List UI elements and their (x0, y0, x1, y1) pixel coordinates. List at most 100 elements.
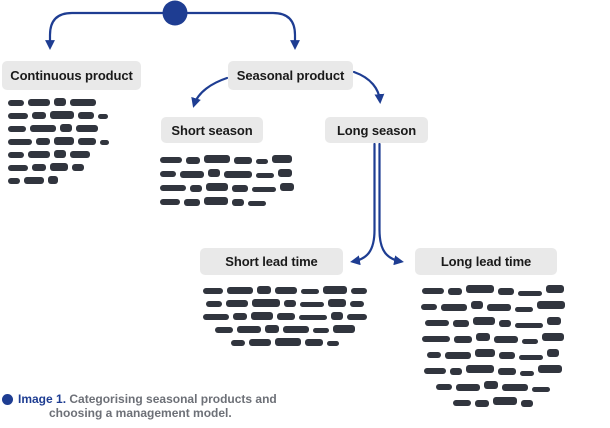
illegible-word (537, 301, 565, 309)
illegible-word (32, 164, 46, 171)
root-decision-node (162, 0, 188, 26)
node-short-season: Short season (161, 117, 263, 143)
illegible-text-line (408, 315, 578, 331)
illegible-word (78, 112, 94, 119)
node-label: Short season (171, 122, 253, 138)
illegible-word (476, 333, 490, 341)
illegible-word (448, 287, 462, 295)
illegible-word (206, 300, 222, 307)
caption-line-2: choosing a management model. (49, 406, 232, 420)
illegible-word (272, 155, 292, 163)
illegible-text-block-long-lead (408, 283, 578, 411)
illegible-word (305, 339, 323, 346)
illegible-word (232, 184, 248, 192)
illegible-word (299, 315, 327, 320)
illegible-word (8, 112, 28, 119)
illegible-word (8, 164, 28, 171)
illegible-text-line (8, 135, 126, 148)
illegible-word (8, 151, 24, 158)
illegible-word (70, 99, 96, 106)
illegible-word (251, 312, 273, 320)
edge-seasonal-to-short-season (191, 76, 229, 108)
illegible-word (224, 170, 252, 178)
illegible-word (248, 201, 266, 206)
illegible-word (487, 303, 511, 311)
illegible-word (70, 151, 90, 158)
illegible-word (284, 300, 296, 307)
illegible-text-line (192, 284, 378, 297)
illegible-word (50, 163, 68, 171)
illegible-word (422, 336, 450, 342)
illegible-word (186, 156, 200, 164)
illegible-word (522, 339, 538, 344)
node-label: Long season (336, 122, 417, 138)
illegible-word (231, 339, 245, 346)
edge-seasonal-to-long-season (352, 70, 385, 104)
illegible-word (30, 125, 56, 132)
illegible-word (237, 326, 261, 333)
illegible-text-line (408, 299, 578, 315)
illegible-word (204, 155, 230, 163)
illegible-word (518, 291, 542, 296)
illegible-word (519, 355, 543, 360)
illegible-word (78, 138, 96, 145)
illegible-text-block-continuous (8, 96, 126, 187)
illegible-word (484, 381, 498, 389)
illegible-word (60, 124, 72, 132)
illegible-word (521, 399, 533, 407)
illegible-word (265, 325, 279, 333)
illegible-text-block-short-season (160, 153, 312, 209)
illegible-word (425, 320, 449, 326)
node-short-lead-time: Short lead time (200, 248, 343, 275)
illegible-text-line (160, 195, 312, 209)
caption-bullet-icon (2, 394, 13, 405)
node-continuous-product: Continuous product (2, 61, 141, 90)
illegible-word (471, 301, 483, 309)
caption-text: Categorising seasonal products and (69, 392, 277, 406)
illegible-word (499, 351, 515, 359)
illegible-word (475, 399, 489, 407)
illegible-word (515, 323, 543, 328)
illegible-word (180, 170, 204, 178)
illegible-word (547, 317, 561, 325)
illegible-word (72, 164, 84, 171)
illegible-word (275, 287, 297, 294)
illegible-text-line (8, 122, 126, 135)
illegible-word (493, 397, 517, 405)
illegible-word (331, 312, 343, 320)
node-label: Long lead time (440, 254, 532, 269)
illegible-text-line (8, 96, 126, 109)
illegible-word (475, 349, 495, 357)
illegible-word (227, 287, 253, 294)
illegible-text-line (408, 347, 578, 363)
illegible-word (301, 289, 319, 294)
illegible-word (283, 326, 309, 333)
illegible-word (160, 185, 186, 191)
edge-long-season-to-long-lead (378, 142, 404, 266)
caption-label: Image 1. (18, 392, 67, 406)
illegible-word (28, 151, 50, 158)
illegible-word (547, 349, 559, 357)
illegible-word (76, 125, 98, 132)
illegible-text-line (160, 181, 312, 195)
node-label: Continuous product (10, 68, 133, 83)
illegible-text-line (160, 153, 312, 167)
illegible-word (160, 157, 182, 163)
illegible-word (160, 199, 180, 205)
illegible-word (234, 156, 252, 164)
illegible-text-line (192, 310, 378, 323)
illegible-text-block-short-lead (192, 284, 378, 349)
illegible-word (350, 300, 364, 307)
illegible-word (98, 114, 108, 119)
illegible-word (542, 333, 564, 341)
illegible-word (8, 177, 20, 184)
illegible-word (160, 171, 176, 177)
edge-long-season-to-short-lead (350, 142, 376, 266)
illegible-word (422, 288, 444, 294)
illegible-word (280, 183, 294, 191)
illegible-text-line (192, 297, 378, 310)
illegible-word (275, 338, 301, 346)
illegible-word (450, 367, 462, 375)
